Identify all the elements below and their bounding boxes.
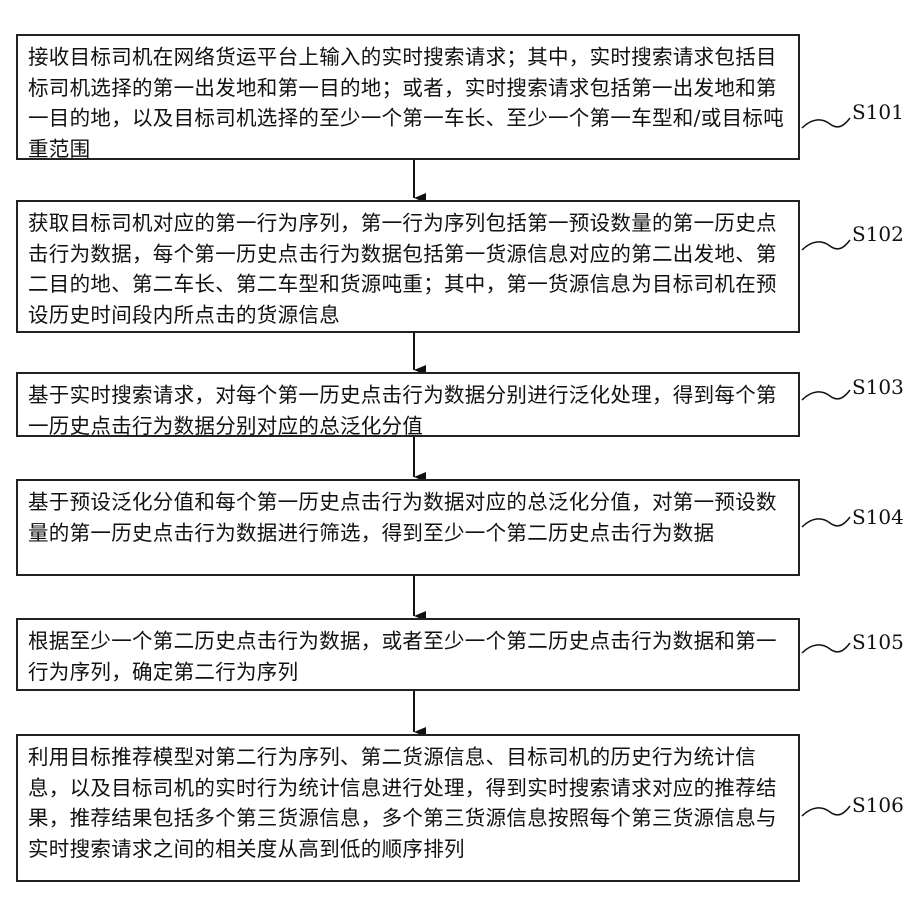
step-box-s105: 根据至少一个第二历史点击行为数据，或者至少一个第二历史点击行为数据和第一行为序列… bbox=[16, 618, 800, 691]
step-label-s102: S102 bbox=[852, 222, 904, 246]
step-text-s102: 获取目标司机对应的第一行为序列，第一行为序列包括第一预设数量的第一历史点击行为数… bbox=[28, 208, 790, 330]
step-text-s104: 基于预设泛化分值和每个第一历史点击行为数据对应的总泛化分值，对第一预设数量的第一… bbox=[28, 487, 790, 548]
leader-s104 bbox=[802, 517, 850, 527]
leader-s103 bbox=[802, 390, 850, 400]
step-text-s103: 基于实时搜索请求，对每个第一历史点击行为数据分别进行泛化处理，得到每个第一历史点… bbox=[28, 380, 790, 441]
step-text-s106: 利用目标推荐模型对第二行为序列、第二货源信息、目标司机的历史行为统计信息，以及目… bbox=[28, 742, 790, 864]
leader-s102 bbox=[802, 240, 850, 250]
step-box-s106: 利用目标推荐模型对第二行为序列、第二货源信息、目标司机的历史行为统计信息，以及目… bbox=[16, 734, 800, 882]
step-box-s103: 基于实时搜索请求，对每个第一历史点击行为数据分别进行泛化处理，得到每个第一历史点… bbox=[16, 372, 800, 437]
step-label-s104: S104 bbox=[852, 505, 904, 529]
leader-s106 bbox=[802, 806, 850, 816]
leader-s101 bbox=[802, 118, 850, 128]
step-label-s105: S105 bbox=[852, 630, 904, 654]
step-box-s101: 接收目标司机在网络货运平台上输入的实时搜索请求；其中，实时搜索请求包括目标司机选… bbox=[16, 34, 800, 160]
leader-s105 bbox=[802, 643, 850, 653]
step-box-s104: 基于预设泛化分值和每个第一历史点击行为数据对应的总泛化分值，对第一预设数量的第一… bbox=[16, 479, 800, 576]
step-label-s103: S103 bbox=[852, 375, 904, 399]
step-label-s101: S101 bbox=[852, 100, 904, 124]
step-label-s106: S106 bbox=[852, 793, 904, 817]
step-text-s101: 接收目标司机在网络货运平台上输入的实时搜索请求；其中，实时搜索请求包括目标司机选… bbox=[28, 42, 790, 164]
step-text-s105: 根据至少一个第二历史点击行为数据，或者至少一个第二历史点击行为数据和第一行为序列… bbox=[28, 626, 790, 687]
step-box-s102: 获取目标司机对应的第一行为序列，第一行为序列包括第一预设数量的第一历史点击行为数… bbox=[16, 200, 800, 333]
